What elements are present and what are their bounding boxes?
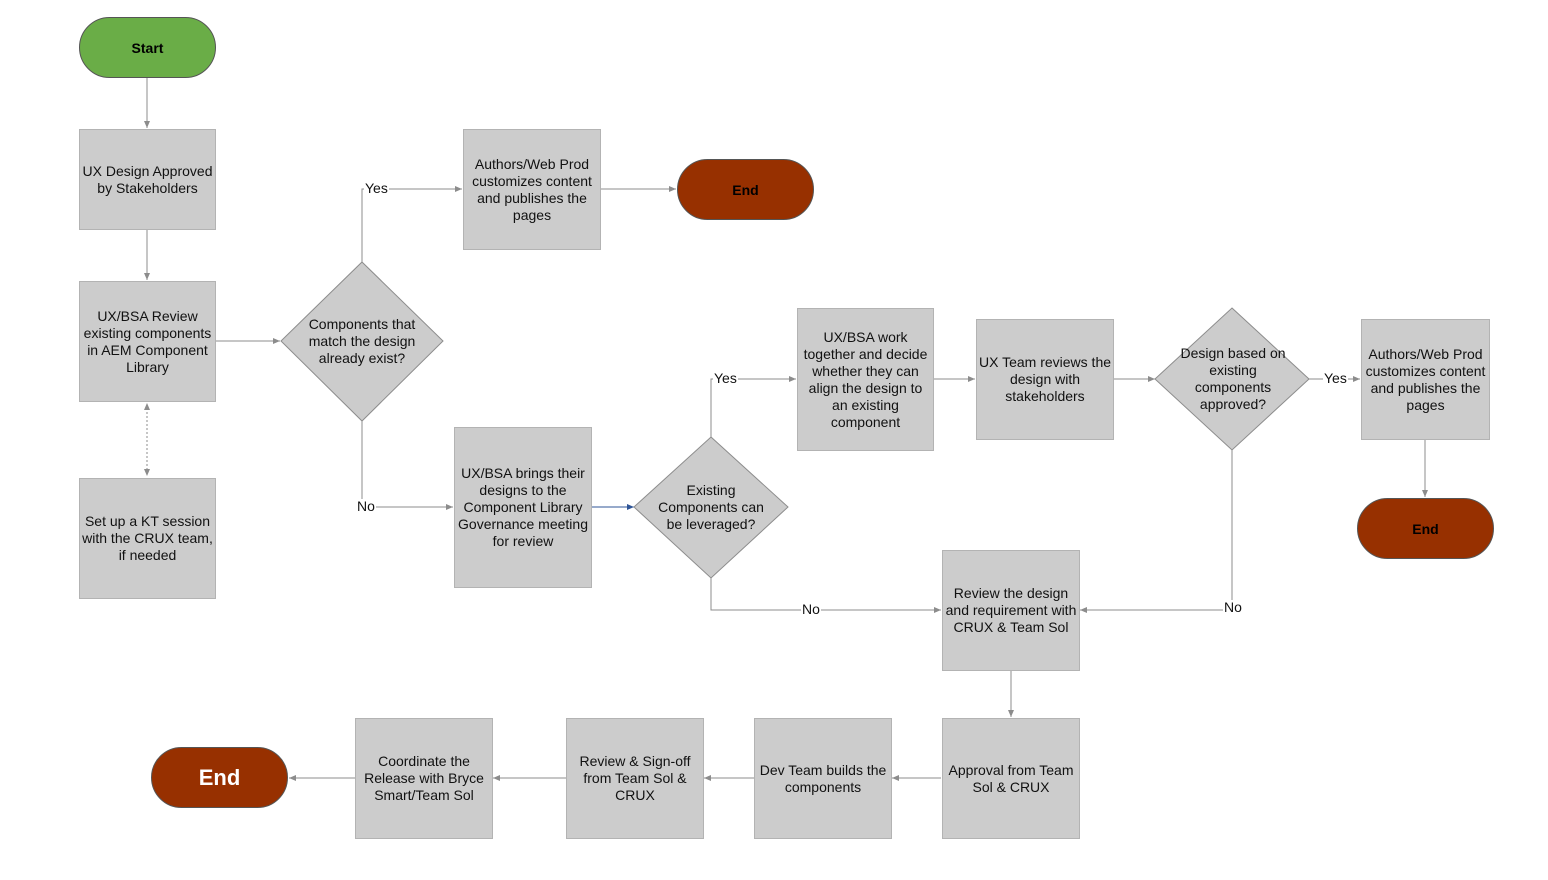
connector-exist-no: [361, 421, 453, 510]
ux-design-approved-box: UX Design Approved by Stakeholders: [79, 129, 216, 230]
connector-leverage-yes: [710, 376, 796, 437]
edge-label-exist-yes: Yes: [364, 180, 389, 196]
decision-components-exist-shape: [280, 261, 444, 422]
edge-label-leverage-yes: Yes: [713, 370, 738, 386]
review-existing-components-box: UX/BSA Review existing components in AEM…: [79, 281, 216, 402]
decision-design-approved-text: Design based on existing components appr…: [1180, 345, 1286, 412]
edge-label-approved-yes: Yes: [1323, 370, 1348, 386]
dev-builds-box: Dev Team builds the components: [754, 718, 892, 839]
authors-publish-box-2: Authors/Web Prod customizes content and …: [1361, 319, 1490, 440]
decision-leverage-text: Existing Components can be leveraged?: [658, 481, 764, 532]
connector-leverage-no: [710, 578, 941, 613]
authors-publish-box-1: Authors/Web Prod customizes content and …: [463, 129, 601, 250]
decision-components-exist-text: Components that match the design already…: [308, 315, 416, 366]
review-requirement-box: Review the design and requirement with C…: [942, 550, 1080, 671]
ux-team-review-box: UX Team reviews the design with stakehol…: [976, 319, 1114, 440]
end-terminator-3: End: [151, 747, 288, 808]
edge-label-approved-no: No: [1223, 599, 1243, 615]
start-terminator: Start: [79, 17, 216, 78]
end-terminator-2: End: [1357, 498, 1494, 559]
kt-session-box: Set up a KT session with the CRUX team, …: [79, 478, 216, 599]
approval-box: Approval from Team Sol & CRUX: [942, 718, 1080, 839]
decision-design-approved-shape: [1154, 307, 1310, 451]
edge-label-exist-no: No: [356, 498, 376, 514]
connector-approved-no: [1080, 450, 1233, 613]
connector-exist-yes: [361, 186, 462, 262]
decision-leverage-shape: [633, 436, 789, 579]
edge-label-leverage-no: No: [801, 601, 821, 617]
signoff-box: Review & Sign-off from Team Sol & CRUX: [566, 718, 704, 839]
governance-meeting-box: UX/BSA brings their designs to the Compo…: [454, 427, 592, 588]
align-design-box: UX/BSA work together and decide whether …: [797, 308, 934, 451]
end-terminator-1: End: [677, 159, 814, 220]
coordinate-release-box: Coordinate the Release with Bryce Smart/…: [355, 718, 493, 839]
